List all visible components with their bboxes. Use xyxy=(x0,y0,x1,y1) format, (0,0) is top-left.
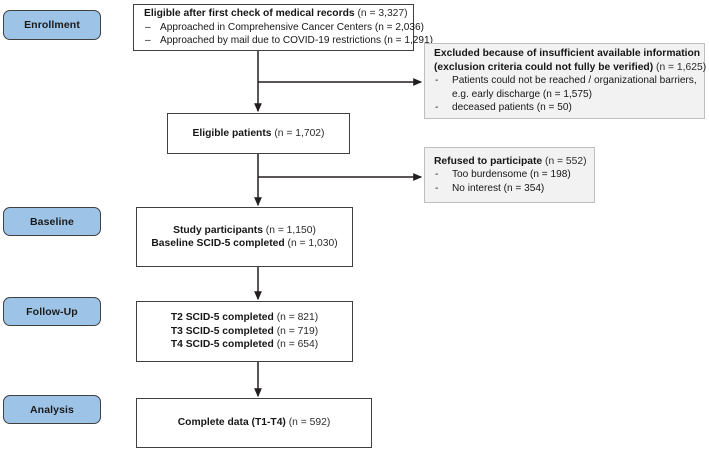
bullet-text: Approached by mail due to COVID-19 restr… xyxy=(160,35,433,47)
stage-chip-followup: Follow-Up xyxy=(3,297,101,326)
bullet-dash: - xyxy=(435,169,439,181)
stage-chip-baseline: Baseline xyxy=(3,207,101,236)
node-followup-line-2-count: (n = 719) xyxy=(276,325,319,337)
node-eligible-records-title-text: Eligible after first check of medical re… xyxy=(144,8,355,20)
node-excluded-count: (n = 1,625) xyxy=(656,61,707,73)
node-baseline-line-2-title: Baseline SCID-5 completed xyxy=(151,238,285,249)
list-item: – Approached by mail due to COVID-19 res… xyxy=(144,34,433,48)
node-eligible-records: Eligible after first check of medical re… xyxy=(133,4,433,51)
stage-chip-enrollment-label: Enrollment xyxy=(24,19,80,31)
list-item: - deceased patients (n = 50) xyxy=(434,101,698,115)
bullet-dash: - xyxy=(435,75,439,87)
node-excluded: Excluded because of insufficient availab… xyxy=(424,43,706,119)
bullet-text: deceased patients (n = 50) xyxy=(452,102,572,114)
node-baseline-line-2: Baseline SCID-5 completed (n = 1,030) xyxy=(151,237,337,251)
node-followup-line-1: T2 SCID-5 completed (n = 821) xyxy=(171,311,318,325)
node-baseline-line-1-count: (n = 1,150) xyxy=(265,224,316,236)
bullet-dash: – xyxy=(145,35,151,47)
node-eligible-patients-title: Eligible patients xyxy=(192,127,272,139)
node-excluded-title-line2-text: (exclusion criteria could not fully be v… xyxy=(434,61,654,73)
node-eligible-patients: Eligible patients (n = 1,702) xyxy=(167,113,350,154)
node-refused-title-text: Refused to participate xyxy=(434,155,543,167)
bullet-text: No interest (n = 354) xyxy=(452,182,545,194)
stage-chip-enrollment: Enrollment xyxy=(3,10,101,40)
node-analysis-line: Complete data (T1-T4) (n = 592) xyxy=(178,416,331,430)
node-followup-line-3: T4 SCID-5 completed (n = 654) xyxy=(171,338,318,352)
stage-chip-analysis: Analysis xyxy=(3,395,101,424)
node-followup-line-1-title: T2 SCID-5 completed xyxy=(170,312,274,324)
bullet-dash: – xyxy=(145,21,151,33)
node-analysis: Complete data (T1-T4) (n = 592) xyxy=(136,398,372,448)
node-excluded-title-line1-text: Excluded because of insufficient availab… xyxy=(434,48,701,60)
bullet-text: Patients could not be reached / organiza… xyxy=(452,75,697,100)
stage-chip-followup-label: Follow-Up xyxy=(26,305,78,318)
node-baseline-line-1-title: Study participants xyxy=(173,224,263,236)
node-eligible-patients-count: (n = 1,702) xyxy=(274,127,325,139)
node-excluded-title-line1: Excluded because of insufficient availab… xyxy=(434,47,701,61)
node-followup-line-2-title: T3 SCID-5 completed xyxy=(170,325,274,337)
stage-chip-baseline-label: Baseline xyxy=(30,215,74,228)
node-refused-count: (n = 552) xyxy=(545,155,587,167)
node-refused-title: Refused to participate (n = 552) xyxy=(434,155,588,169)
node-followup-line-2: T3 SCID-5 completed (n = 719) xyxy=(171,325,318,339)
list-item: - Too burdensome (n = 198) xyxy=(434,168,588,182)
node-eligible-records-title: Eligible after first check of medical re… xyxy=(144,7,413,21)
node-followup-line-3-count: (n = 654) xyxy=(276,339,319,351)
node-refused-bullets: - Too burdensome (n = 198) - No interest… xyxy=(434,168,588,195)
bullet-dash: - xyxy=(435,102,439,114)
node-baseline: Study participants (n = 1,150) Baseline … xyxy=(136,207,353,267)
bullet-text: Approached in Comprehensive Cancer Cente… xyxy=(160,21,424,33)
bullet-dash: - xyxy=(435,182,439,194)
node-excluded-title-line2: (exclusion criteria could not fully be v… xyxy=(434,61,706,75)
node-baseline-line-1: Study participants (n = 1,150) xyxy=(173,224,316,238)
node-analysis-title: Complete data (T1-T4) xyxy=(177,417,286,429)
list-item: - No interest (n = 354) xyxy=(434,182,588,196)
node-followup: T2 SCID-5 completed (n = 821) T3 SCID-5 … xyxy=(136,301,353,362)
node-eligible-records-count: (n = 3,327) xyxy=(357,8,408,20)
bullet-text: Too burdensome (n = 198) xyxy=(452,169,571,181)
node-followup-line-3-title: T4 SCID-5 completed xyxy=(170,339,274,351)
node-excluded-bullets: - Patients could not be reached / organi… xyxy=(434,74,698,115)
node-eligible-records-bullets: – Approached in Comprehensive Cancer Cen… xyxy=(144,21,433,48)
node-analysis-count: (n = 592) xyxy=(288,417,331,429)
list-item: – Approached in Comprehensive Cancer Cen… xyxy=(144,21,424,35)
node-refused: Refused to participate (n = 552) - Too b… xyxy=(424,147,595,203)
stage-chip-analysis-label: Analysis xyxy=(30,403,74,416)
list-item: - Patients could not be reached / organi… xyxy=(434,74,698,101)
node-baseline-line-2-count: (n = 1,030) xyxy=(287,238,338,249)
node-eligible-patients-line: Eligible patients (n = 1,702) xyxy=(193,127,325,141)
node-followup-line-1-count: (n = 821) xyxy=(276,312,319,324)
